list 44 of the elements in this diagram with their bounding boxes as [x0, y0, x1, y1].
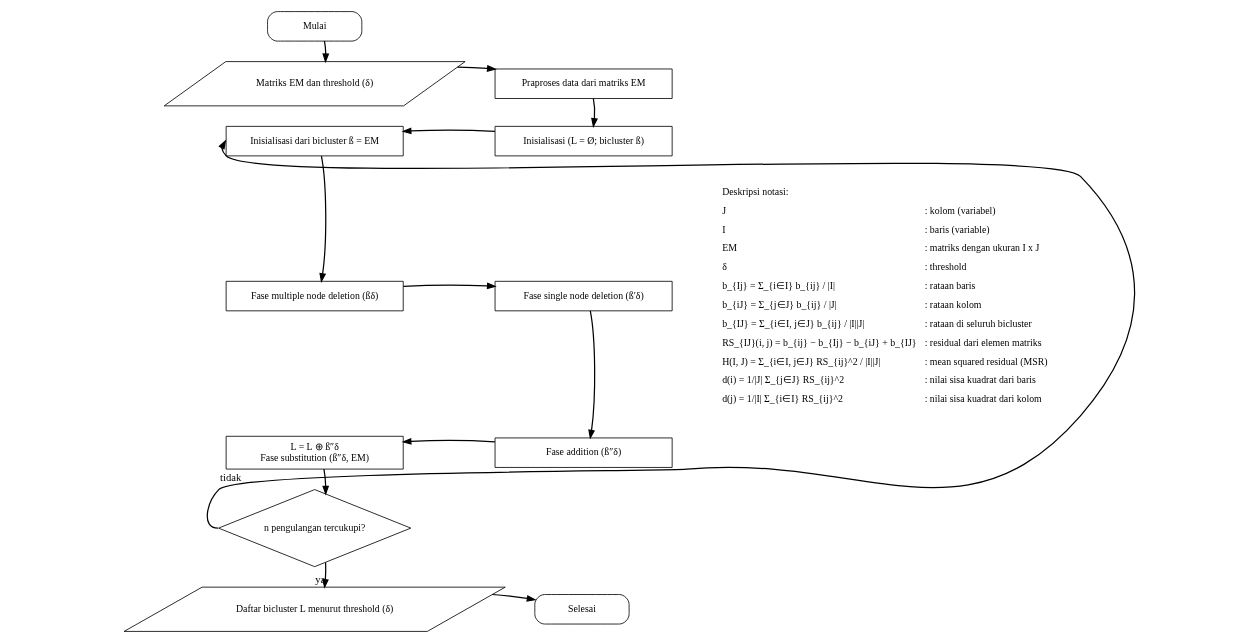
label: : mean squared residual (MSR): [924, 355, 1048, 367]
node-box: L = L ⊕ ß″δ Fase substitution (ß″δ, EM): [225, 435, 404, 470]
edge-label: tidak: [219, 471, 242, 483]
arrow: [401, 437, 496, 445]
label: : nilai sisa kuadrat dari kolom: [924, 393, 1042, 405]
node-box: Praproses data dari matriks EM: [494, 68, 673, 99]
node-box: Selesai: [534, 594, 630, 625]
label: b_{Ij} = Σ_{i∈I} b_{ij} / |I|: [722, 280, 836, 292]
label: H(I, J) = Σ_{i∈I, j∈J} RS_{ij}^2 / |I||J|: [722, 355, 881, 367]
label: Deskripsi notasi:: [722, 185, 789, 197]
node-box: Fase multiple node deletion (ßδ): [225, 280, 404, 312]
label: b_{IJ} = Σ_{i∈I, j∈J} b_{ij} / |I||J|: [722, 317, 865, 329]
label: : kolom (variabel): [924, 204, 996, 216]
label: : rataan baris: [924, 280, 976, 292]
arrow: [206, 139, 1136, 529]
label: b_{iJ} = Σ_{j∈J} b_{ij} / |J|: [722, 299, 837, 311]
label: d(j) = 1/|I| Σ_{i∈I} RS_{ij}^2: [722, 393, 844, 405]
label: RS_{IJ}(i, j) = b_{ij} − b_{Ij} − b_{iJ} + b_{IJ}: [722, 336, 917, 348]
arrow: [322, 468, 330, 496]
node-diamond: n pengulangan tercukupi?: [218, 489, 412, 568]
label: : nilai sisa kuadrat dari baris: [924, 374, 1036, 386]
label: : residual dari elemen matriks: [924, 336, 1042, 348]
arrow: [402, 282, 497, 290]
node-box: Mulai: [267, 11, 363, 42]
arrow: [491, 593, 537, 602]
arrow: [588, 310, 596, 440]
node-box: Inisialisasi (L = Ø; bicluster ß): [494, 125, 673, 157]
label: d(i) = 1/|J| Σ_{j∈J} RS_{ij}^2: [722, 374, 845, 386]
node-box: Inisialisasi dari bicluster ß = EM: [225, 125, 404, 157]
label: : rataan di seluruh bicluster: [924, 317, 1032, 329]
arrow: [591, 98, 598, 128]
label: : rataan kolom: [924, 299, 982, 311]
label: δ: [722, 261, 727, 273]
arrow: [456, 65, 497, 72]
label: EM: [722, 242, 737, 254]
label: : matriks dengan ukuran I x J: [924, 242, 1040, 254]
arrow: [319, 155, 327, 283]
label: : baris (variable): [924, 223, 990, 235]
label: I: [722, 223, 726, 235]
node-box: Fase addition (ß″δ): [494, 437, 673, 468]
node-box: Fase single node deletion (ß′δ): [494, 280, 673, 312]
label: J: [722, 204, 726, 216]
arrow: [401, 127, 496, 135]
label: : threshold: [924, 261, 967, 273]
